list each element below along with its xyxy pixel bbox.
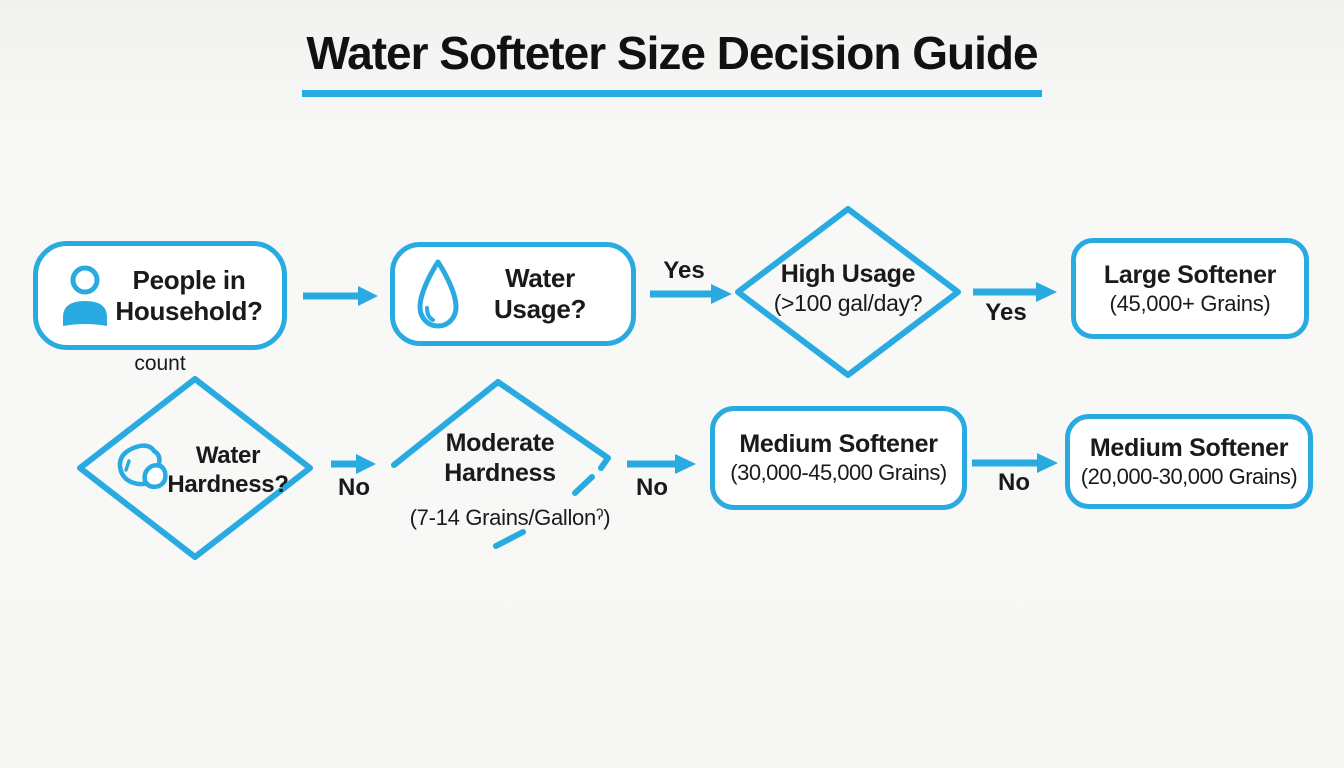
water-hardness-diamond	[77, 376, 313, 560]
page-title-text: Water Softeter Size Decision Guide	[302, 26, 1042, 97]
moderate-hardness-broken-diamond	[391, 379, 611, 471]
people-caption: count	[134, 352, 186, 375]
medium1-line2: (30,000-45,000 Grains)	[730, 460, 947, 485]
arrow-usage-to-high	[650, 284, 732, 304]
edge-label-usage-to-high: Yes	[663, 257, 705, 284]
moderate-hardness-caption: (7-14 Grains/Gallonˀ)	[409, 505, 611, 530]
moderate-hardness-line1: Moderate	[445, 429, 555, 457]
water-hardness-line1: Water	[195, 442, 261, 469]
node-water-usage: Water Usage?	[390, 242, 636, 346]
edge-label-high-to-large: Yes	[985, 299, 1027, 326]
edge-label-hardness-to-moderate: No	[338, 474, 370, 501]
moderate-hardness-text: Moderate Hardness	[400, 428, 600, 488]
large-softener-line1: Large Softener	[1103, 260, 1277, 289]
edge-label-moderate-to-medium1: No	[636, 474, 668, 501]
node-medium-softener-1: Medium Softener (30,000-45,000 Grains)	[710, 406, 967, 510]
moderate-hardness-line2: Hardness	[444, 459, 556, 487]
high-usage-line2: (>100 gal/day?	[773, 290, 923, 316]
water-usage-label: Water Usage?	[493, 263, 587, 324]
people-label-line2: Household?	[115, 295, 263, 326]
medium2-line1: Medium Softener	[1089, 433, 1289, 462]
water-drop-icon	[415, 257, 461, 331]
stones-icon	[114, 442, 170, 501]
edge-label-medium1-to-medium2: No	[998, 469, 1030, 496]
moderate-hardness-fragment-right	[572, 474, 595, 496]
arrow-high-to-large	[973, 282, 1057, 302]
water-hardness-text: Water Hardness?	[158, 441, 298, 499]
node-large-softener: Large Softener (45,000+ Grains)	[1071, 238, 1309, 339]
node-medium-softener-2: Medium Softener (20,000-30,000 Grains)	[1065, 414, 1313, 509]
high-usage-line1: High Usage	[780, 260, 916, 288]
arrow-moderate-to-medium1	[627, 454, 696, 474]
high-usage-text: High Usage (>100 gal/day?	[748, 259, 948, 317]
high-usage-diamond	[735, 206, 961, 378]
moderate-hardness-fragment-bottom	[493, 529, 526, 549]
water-hardness-line2: Hardness?	[167, 471, 289, 498]
arrow-medium1-to-medium2	[972, 453, 1058, 473]
medium2-line2: (20,000-30,000 Grains)	[1080, 463, 1298, 489]
page-title: Water Softeter Size Decision Guide	[0, 26, 1344, 97]
person-icon	[60, 264, 110, 327]
arrow-people-to-usage	[303, 286, 378, 306]
large-softener-line2: (45,000+ Grains)	[1109, 290, 1271, 316]
medium1-line1: Medium Softener	[739, 430, 938, 458]
arrow-hardness-to-moderate	[331, 454, 376, 474]
node-people-in-household: People in Household?	[33, 241, 287, 350]
people-label-line1: People in	[132, 264, 246, 295]
